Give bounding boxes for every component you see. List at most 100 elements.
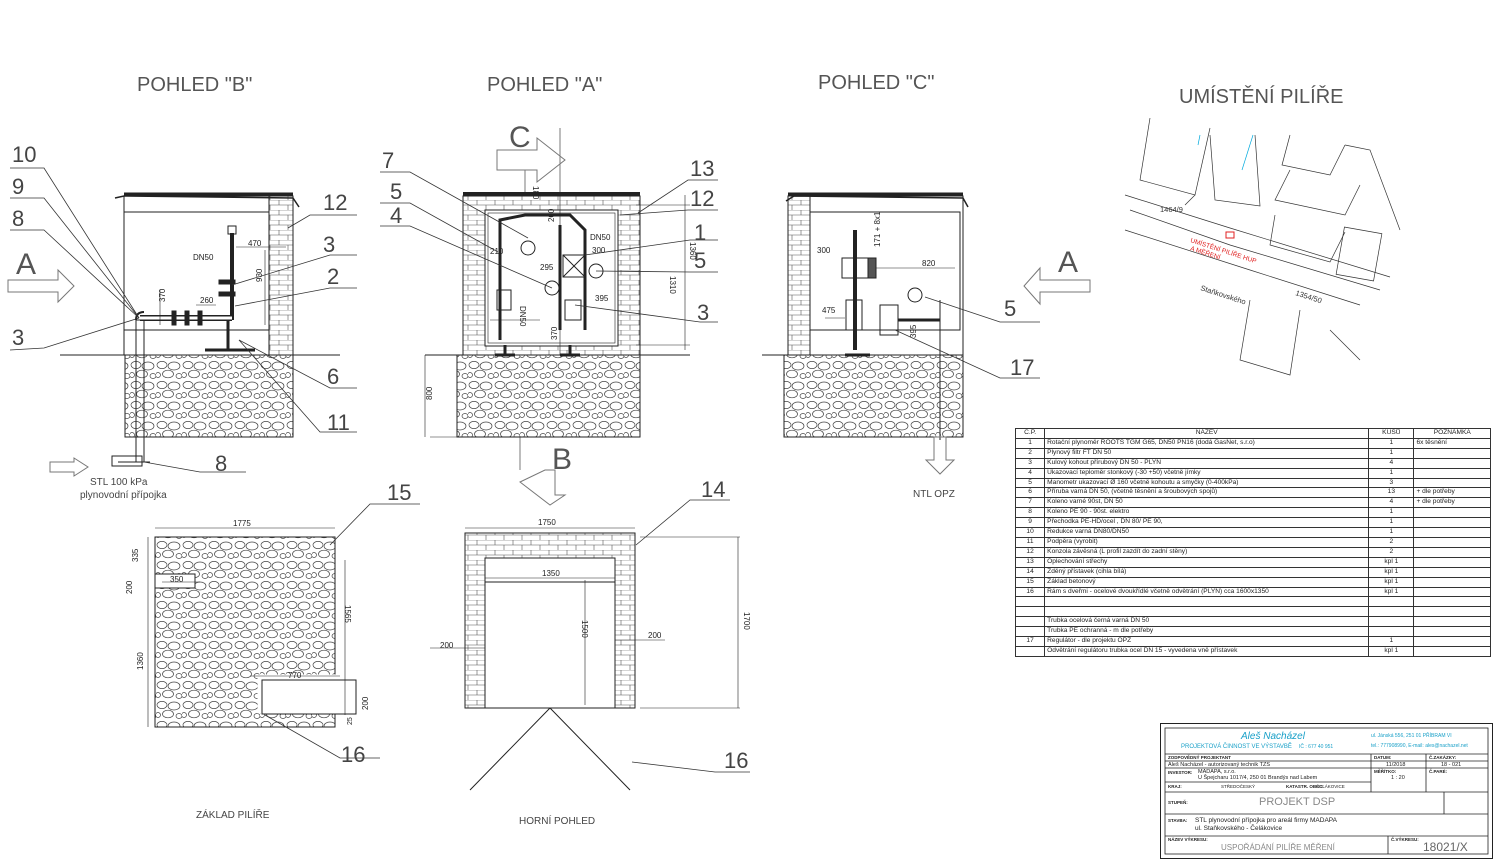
dim-a-200: 200 bbox=[547, 208, 556, 222]
part-name: Trubka PE ochranná - m dle potřeby bbox=[1044, 626, 1370, 637]
part-note bbox=[1413, 636, 1491, 647]
dim-top-1500: 1500 bbox=[580, 620, 589, 638]
dim-base-200b: 200 bbox=[361, 696, 370, 710]
part-number: 12 bbox=[1014, 546, 1046, 558]
dim-base-1775: 1775 bbox=[233, 519, 251, 528]
kraj-label: KRAJ: bbox=[1168, 784, 1182, 789]
part-name: Redukce varná DN80/DN50 bbox=[1044, 527, 1370, 538]
base-drawing bbox=[147, 527, 359, 728]
parts-table-header: Č.P. NÁZEV KUSŮ POZNÁMKA bbox=[1014, 428, 1491, 439]
callout-10: 10 bbox=[12, 142, 36, 167]
part-note bbox=[1413, 566, 1491, 578]
company-address: ul. Jánská 556, 251 01 PŘÍBRAM VI bbox=[1371, 733, 1452, 739]
part-name: Plynový filtr FT DN 50 bbox=[1044, 447, 1370, 459]
dim-base-1360: 1360 bbox=[136, 652, 145, 670]
callout-12-a: 12 bbox=[690, 186, 714, 211]
part-number bbox=[1014, 645, 1046, 657]
date: 11/2018 bbox=[1386, 762, 1406, 768]
header-cp: Č.P. bbox=[1014, 428, 1046, 439]
map-location-marker bbox=[1225, 231, 1235, 239]
dim-b-470: 470 bbox=[248, 239, 262, 248]
callout-3-b: 3 bbox=[323, 232, 335, 257]
callout-16-left: 16 bbox=[341, 742, 365, 767]
scale: 1 : 20 bbox=[1391, 775, 1405, 781]
part-note bbox=[1413, 596, 1491, 608]
part-number bbox=[1014, 596, 1046, 608]
part-count: 1 bbox=[1368, 636, 1415, 647]
investor: MADAPA, s.r.o. bbox=[1198, 769, 1236, 775]
callout-8: 8 bbox=[12, 206, 24, 231]
part-name: Rám s dveřmi - ocelové dvoukřídlé včetně… bbox=[1044, 586, 1370, 598]
part-note: 6x těsnění bbox=[1413, 437, 1491, 449]
part-count: kpl 1 bbox=[1368, 586, 1415, 598]
view-b-leaders bbox=[9, 167, 357, 473]
table-row: Trubka ocelová černá varná DN 50 bbox=[1014, 616, 1491, 628]
part-count: 4 bbox=[1368, 457, 1415, 469]
callout-6: 6 bbox=[327, 364, 339, 389]
dim-a-300: 300 bbox=[592, 246, 606, 255]
map-street: Staňkovského bbox=[1199, 283, 1247, 306]
supply-arrow bbox=[49, 457, 89, 477]
dim-top-200r: 200 bbox=[648, 631, 662, 640]
date-label: DATUM: bbox=[1374, 755, 1392, 760]
callout-1: 1 bbox=[694, 220, 706, 245]
base-leaders bbox=[264, 503, 420, 759]
part-name: Zděný přístavek (cihla bílá) bbox=[1044, 566, 1370, 578]
part-note bbox=[1413, 457, 1491, 469]
company-contact: tel.: 777908990, E-mail: ales@nachazel.n… bbox=[1371, 743, 1468, 749]
stage: PROJEKT DSP bbox=[1259, 796, 1336, 808]
dim-a-dn50v: DN50 bbox=[518, 306, 527, 327]
part-number: 8 bbox=[1014, 507, 1046, 519]
part-note bbox=[1413, 576, 1491, 588]
designer-label: ZODPOVĚDNÝ PROJEKTANT bbox=[1168, 755, 1231, 760]
part-name: Koleno PE 90 - 90st. elektro bbox=[1044, 507, 1370, 519]
dim-top-1700: 1700 bbox=[742, 612, 751, 630]
callout-17: 17 bbox=[1010, 355, 1034, 380]
part-count bbox=[1368, 606, 1415, 618]
map-parcel-1354: 1354/50 bbox=[1294, 288, 1323, 305]
part-count: kpl 1 bbox=[1368, 566, 1415, 578]
callout-8-bottom: 8 bbox=[215, 451, 227, 476]
order-label: Č.ZAKÁZKY: bbox=[1429, 755, 1457, 760]
dim-a-dn50: DN50 bbox=[590, 233, 611, 242]
part-name: Oplechování střechy bbox=[1044, 556, 1370, 568]
number-label: Č.VÝKRESU: bbox=[1391, 837, 1419, 842]
part-count: 13 bbox=[1368, 487, 1415, 499]
part-count: 3 bbox=[1368, 477, 1415, 489]
view-b-drawing bbox=[7, 192, 340, 467]
part-number: 9 bbox=[1014, 517, 1046, 529]
part-note: + dle potřeby bbox=[1413, 497, 1491, 509]
dim-a-800: 800 bbox=[425, 386, 434, 400]
kraj: STŘEDOČESKÝ bbox=[1221, 784, 1256, 789]
table-row bbox=[1014, 606, 1491, 618]
title-block: Aleš Nacházel PROJEKTOVÁ ČINNOST VE VÝST… bbox=[1160, 723, 1493, 859]
copy-label: Č.PARÉ: bbox=[1429, 769, 1448, 774]
view-c-drawing bbox=[762, 192, 1091, 475]
stage-label: STUPEŇ: bbox=[1168, 800, 1188, 805]
part-count: 1 bbox=[1368, 517, 1415, 529]
dim-base-350: 350 bbox=[170, 575, 184, 584]
part-name: Příruba varná DN 50, (včetně těsnění a š… bbox=[1044, 487, 1370, 499]
dim-base-770: 770 bbox=[288, 671, 302, 680]
dim-base-335: 335 bbox=[131, 548, 140, 562]
view-a-title: POHLED "A" bbox=[487, 74, 602, 96]
dim-top-200l: 200 bbox=[440, 641, 454, 650]
obec-label: KATASTR. OBEC: bbox=[1286, 784, 1324, 789]
part-number: 3 bbox=[1014, 457, 1046, 469]
part-number: 1 bbox=[1014, 437, 1046, 449]
part-name: Trubka ocelová černá varná DN 50 bbox=[1044, 616, 1370, 628]
dim-a-1360: 1360 bbox=[688, 242, 697, 260]
part-number bbox=[1014, 626, 1046, 637]
callout-9: 9 bbox=[12, 174, 24, 199]
dim-c-475: 475 bbox=[822, 306, 836, 315]
project-line2: ul. Staňkovského - Čelákovice bbox=[1195, 825, 1283, 832]
part-count bbox=[1368, 596, 1415, 608]
callout-3-mid: 3 bbox=[697, 300, 709, 325]
